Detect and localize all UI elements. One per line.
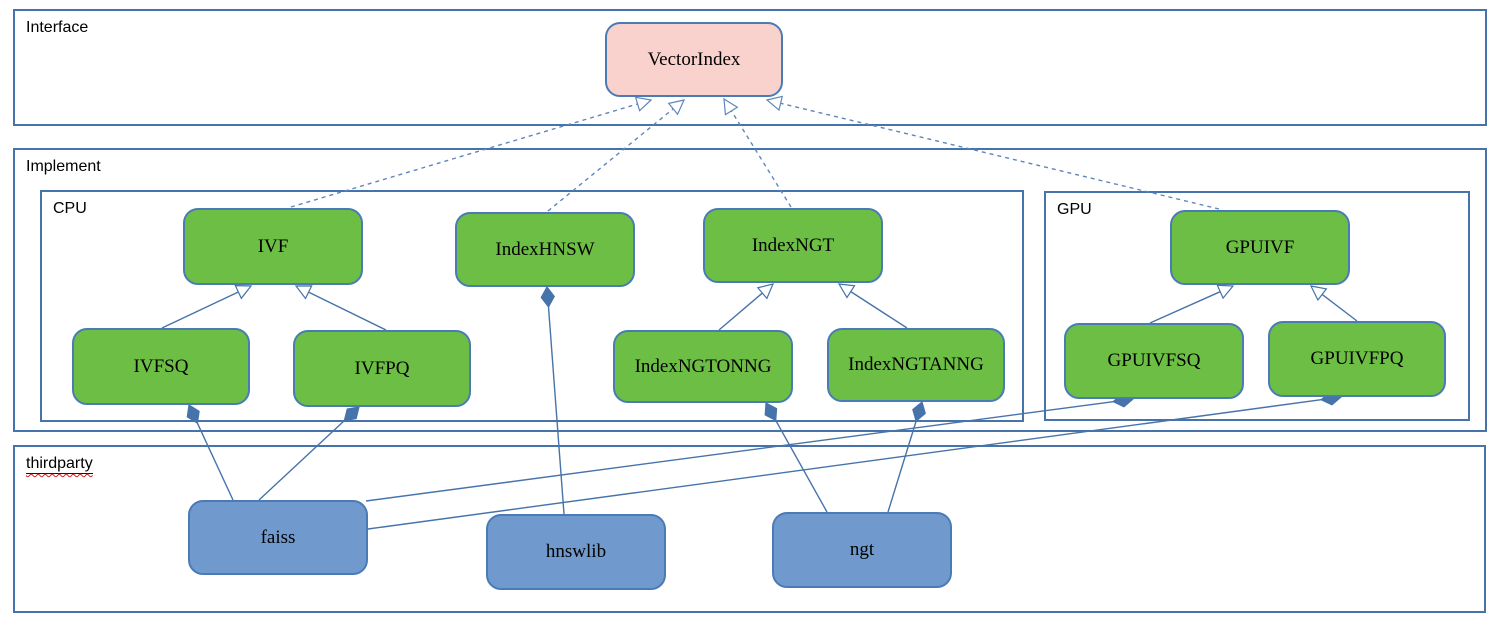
node-ivf[interactable]: IVF (183, 208, 363, 285)
node-faiss[interactable]: faiss (188, 500, 368, 575)
section-label-interface: Interface (26, 19, 89, 36)
edge-inheritance-indexngtanng-to-indexngt (837, 283, 908, 329)
edge-composition-faiss-to-gpuivfsq (365, 393, 1135, 502)
node-label-faiss: faiss (260, 526, 296, 548)
edge-composition-faiss-to-ivfpq (258, 406, 360, 501)
section-implement: Implement (13, 148, 1487, 432)
edge-realization-indexngt-to-vectorindex (723, 97, 792, 208)
node-ivfpq[interactable]: IVFPQ (293, 330, 471, 407)
node-ngt[interactable]: ngt (772, 512, 952, 588)
edge-realization-gpuivf-to-vectorindex (765, 95, 1220, 210)
node-vectorindex[interactable]: VectorIndex (605, 22, 783, 97)
edge-realization-ivf-to-vectorindex (290, 96, 653, 208)
node-label-gpuivfsq: GPUIVFSQ (1107, 350, 1201, 371)
edge-inheritance-ivfsq-to-ivf (161, 285, 253, 329)
node-indexngtonng[interactable]: IndexNGTONNG (613, 330, 793, 403)
edge-composition-ngt-to-indexngtanng (887, 400, 926, 513)
edge-composition-ngt-to-indexngtonng (764, 402, 828, 513)
section-interface: Interface (13, 9, 1487, 126)
node-label-ivfpq: IVFPQ (354, 357, 410, 379)
node-label-indexngt: IndexNGT (751, 234, 835, 256)
node-label-gpuivf: GPUIVF (1225, 236, 1295, 258)
node-label-ngt: ngt (849, 539, 875, 560)
section-thirdparty: thirdparty (13, 445, 1486, 613)
edge-inheritance-indexngtonng-to-indexngt (718, 283, 775, 331)
edge-inheritance-ivfpq-to-ivf (294, 285, 387, 331)
edge-inheritance-gpuivfpq-to-gpuivf (1309, 285, 1358, 322)
edge-composition-faiss-to-gpuivfpq (367, 391, 1343, 530)
node-indexhnsw[interactable]: IndexHNSW (455, 212, 635, 287)
node-label-indexhnsw: IndexHNSW (495, 238, 595, 260)
node-indexngt[interactable]: IndexNGT (703, 208, 883, 283)
section-label-cpu: CPU (53, 200, 87, 217)
node-gpuivfsq[interactable]: GPUIVFSQ (1064, 323, 1244, 399)
node-gpuivfpq[interactable]: GPUIVFPQ (1268, 321, 1446, 397)
node-label-indexngtonng: IndexNGTONNG (634, 355, 772, 377)
section-gpu: GPU (1044, 191, 1470, 421)
node-indexngtanng[interactable]: IndexNGTANNG (827, 328, 1005, 402)
node-label-ivfsq: IVFSQ (133, 355, 189, 377)
edge-inheritance-gpuivfsq-to-gpuivf (1149, 284, 1235, 324)
node-hnswlib[interactable]: hnswlib (486, 514, 666, 590)
edge-composition-faiss-to-ivfsq (186, 404, 234, 501)
edge-realization-indexhnsw-to-vectorindex (547, 99, 686, 212)
section-label-implement: Implement (26, 158, 101, 175)
node-label-hnswlib: hnswlib (545, 541, 607, 562)
node-label-indexngtanng: IndexNGTANNG (848, 354, 984, 375)
node-label-vectorindex: VectorIndex (647, 48, 741, 70)
node-label-gpuivfpq: GPUIVFPQ (1310, 348, 1404, 369)
section-label-thirdparty: thirdparty (26, 455, 93, 474)
section-cpu: CPU (40, 190, 1024, 422)
section-label-gpu: GPU (1057, 201, 1092, 218)
node-ivfsq[interactable]: IVFSQ (72, 328, 250, 405)
node-label-ivf: IVF (257, 235, 289, 257)
edge-composition-hnswlib-to-indexhnsw (540, 285, 565, 515)
node-gpuivf[interactable]: GPUIVF (1170, 210, 1350, 285)
